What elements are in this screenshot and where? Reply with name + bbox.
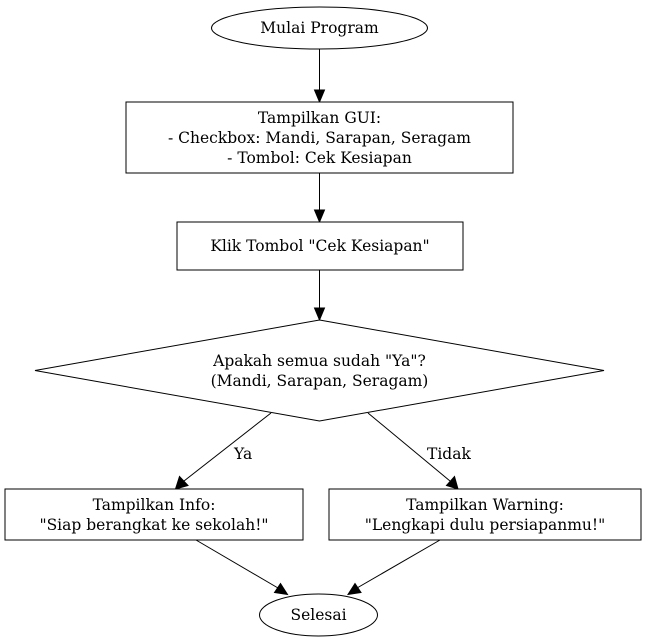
- edge-start-to-gui: [313, 49, 326, 104]
- click-button-node: Klik Tombol "Cek Kesiapan": [176, 221, 464, 271]
- arrowhead: [313, 89, 326, 104]
- decision-diamond: [34, 319, 605, 422]
- click-button-label: Klik Tombol "Cek Kesiapan": [210, 237, 429, 255]
- show-gui-box: [125, 101, 514, 174]
- end-ellipse: [259, 593, 378, 637]
- show-warning-label-line-1: Tampilkan Warning:: [406, 496, 564, 514]
- arrowhead: [445, 475, 459, 490]
- show-info-box: [4, 488, 304, 541]
- end-node: Selesai: [259, 593, 378, 637]
- arrowhead: [313, 307, 326, 322]
- start-node: Mulai Program: [211, 6, 428, 50]
- edge-warning-to-end: [346, 539, 441, 596]
- show-warning-label-line-2: "Lengkapi dulu persiapanmu!": [365, 516, 606, 534]
- edge-decision-to-info: Ya: [174, 412, 272, 490]
- arrowhead: [313, 209, 326, 224]
- arrowhead: [273, 582, 289, 596]
- decision-node: Apakah semua sudah "Ya"? (Mandi, Sarapan…: [34, 319, 605, 422]
- show-gui-node: Tampilkan GUI: - Checkbox: Mandi, Sarapa…: [125, 101, 514, 174]
- arrowhead: [174, 475, 189, 490]
- edge-decision-to-warning: Tidak: [367, 412, 471, 490]
- start-label: Mulai Program: [260, 19, 379, 37]
- show-gui-label-line-1: Tampilkan GUI:: [258, 109, 381, 127]
- edge-label-yes: Ya: [233, 445, 252, 463]
- arrowhead: [346, 582, 362, 596]
- show-warning-box: [328, 488, 642, 541]
- show-info-node: Tampilkan Info: "Siap berangkat ke sekol…: [4, 488, 304, 541]
- show-warning-node: Tampilkan Warning: "Lengkapi dulu persia…: [328, 488, 642, 541]
- edge-label-no: Tidak: [427, 445, 471, 463]
- end-label: Selesai: [290, 606, 346, 624]
- show-gui-label-line-2: - Checkbox: Mandi, Sarapan, Seragam: [168, 129, 471, 147]
- show-gui-label-line-3: - Tombol: Cek Kesiapan: [227, 149, 412, 167]
- decision-label-line-2: (Mandi, Sarapan, Seragam): [211, 372, 429, 390]
- edge-gui-to-click: [313, 173, 326, 224]
- show-info-label-line-1: Tampilkan Info:: [93, 496, 216, 514]
- edge-info-to-end: [195, 539, 289, 596]
- decision-label-line-1: Apakah semua sudah "Ya"?: [212, 352, 426, 370]
- edge-click-to-decision: [313, 270, 326, 322]
- show-info-label-line-2: "Siap berangkat ke sekolah!": [39, 516, 268, 534]
